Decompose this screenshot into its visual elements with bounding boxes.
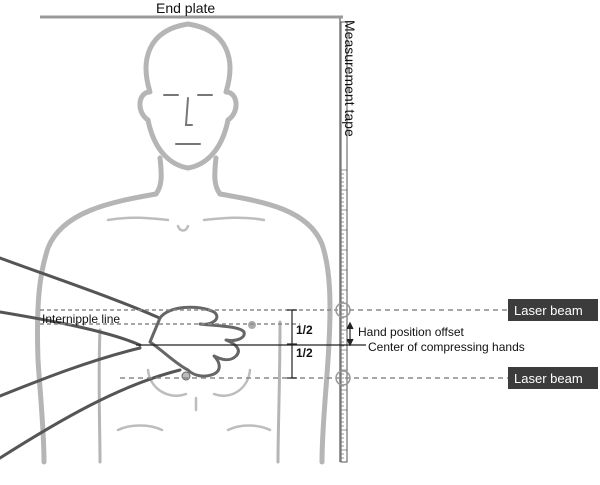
rescuer-arms <box>0 256 182 460</box>
head-outline <box>137 21 239 171</box>
laser-beam-top-label: Laser beam <box>514 303 583 318</box>
laser-marker-bottom <box>335 370 351 386</box>
rescuer-lower-arm-line-2 <box>0 368 182 460</box>
neck-outline <box>153 155 164 197</box>
measurement-tape: Measurement tape <box>340 20 358 463</box>
torso-right-outline <box>217 191 333 465</box>
half-top-label: 1/2 <box>296 323 313 337</box>
end-plate: End plate <box>40 0 343 462</box>
laser-marker-top <box>335 302 351 318</box>
laser-beam-bottom-label: Laser beam <box>514 371 583 386</box>
measurement-tape-label: Measurement tape <box>342 20 358 137</box>
face <box>163 94 213 145</box>
center-compressing-hands-label: Center of compressing hands <box>368 340 525 354</box>
rescuer-upper-arm-line-2 <box>0 310 142 347</box>
laser-beam-bottom-badge: Laser beam <box>508 367 598 389</box>
chest-details <box>106 216 272 432</box>
torso-left-outline <box>34 191 159 465</box>
body-outline <box>34 21 333 465</box>
top-hand <box>148 305 246 378</box>
laser-beam-top-badge: Laser beam <box>508 299 598 321</box>
hand-knuckle <box>181 371 191 381</box>
end-plate-label: End plate <box>156 0 215 16</box>
half-bottom-label: 1/2 <box>296 346 313 360</box>
hand-offset-arrow <box>346 321 354 347</box>
rescuer-upper-arm-line-1 <box>0 256 166 322</box>
hand-position-offset-label: Hand position offset <box>358 325 465 339</box>
internipple-line-label: Internipple line <box>42 312 120 326</box>
nipple-right-marker <box>248 321 256 329</box>
halves-bracket <box>287 309 297 379</box>
compressing-hands <box>148 305 256 381</box>
rescuer-lower-arm-line-1 <box>0 346 142 398</box>
